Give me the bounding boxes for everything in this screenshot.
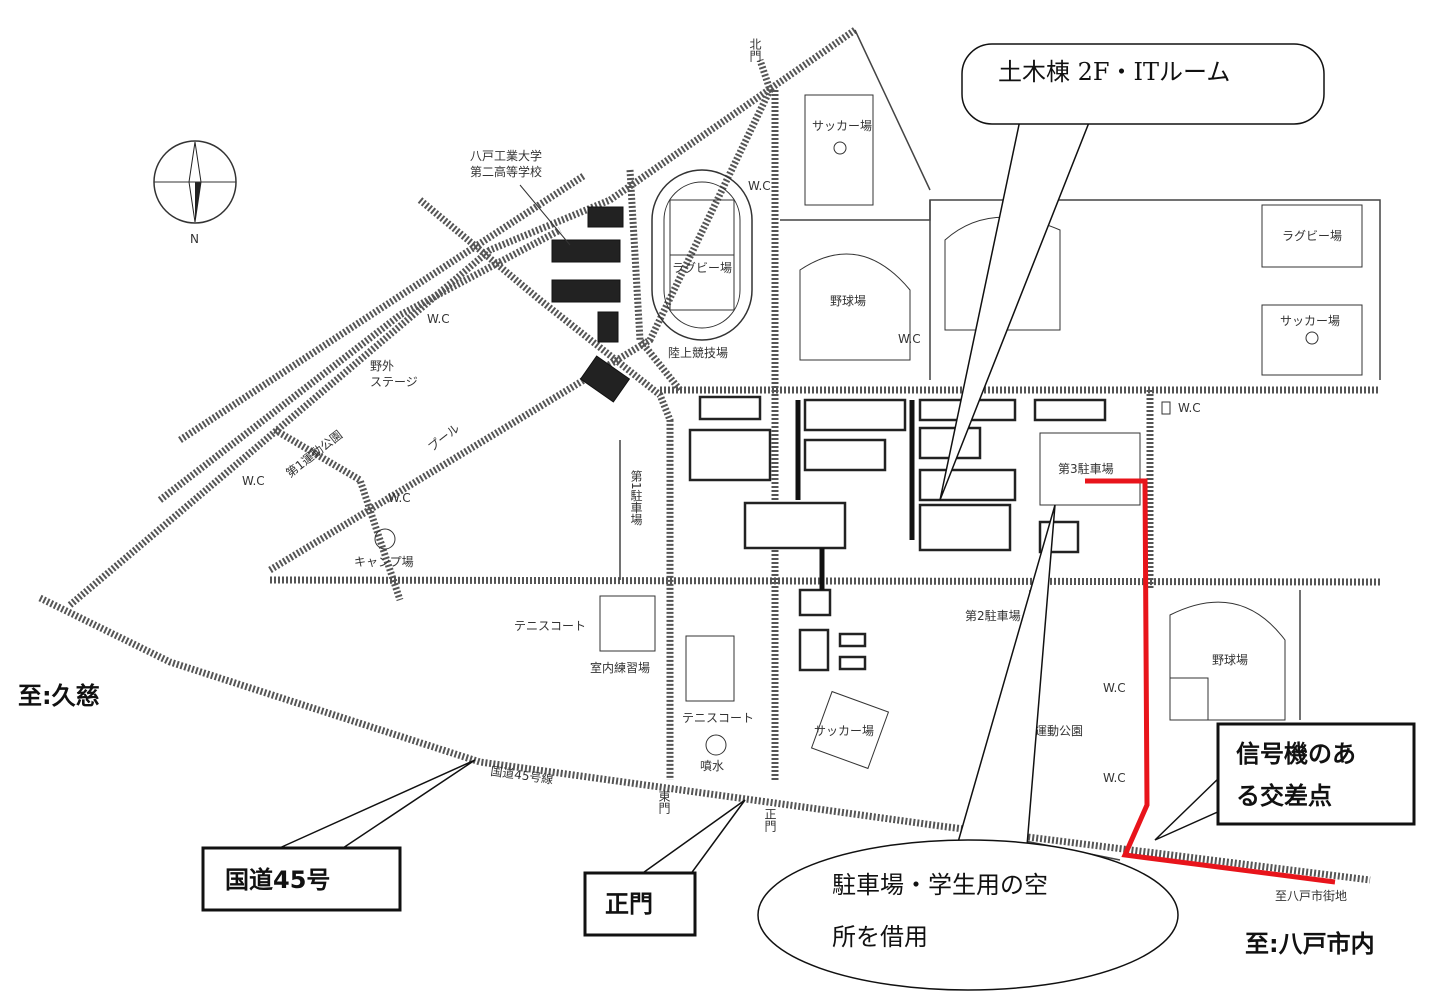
school-buildings: 八戸工業大学 第二高等学校 xyxy=(470,148,631,403)
svg-text:プール: プール xyxy=(425,421,462,454)
svg-text:信号機のあ: 信号機のあ xyxy=(1236,740,1356,768)
svg-text:W.C: W.C xyxy=(1103,771,1126,785)
svg-text:第1駐車場: 第1駐車場 xyxy=(629,470,643,527)
roads xyxy=(38,27,1381,884)
svg-text:キャンプ場: キャンプ場 xyxy=(354,555,414,569)
callout-building: 土木棟 2F・ITルーム xyxy=(939,43,1325,501)
svg-text:W.C: W.C xyxy=(898,332,921,346)
svg-text:国道45号: 国道45号 xyxy=(225,866,330,894)
callout-parking: 駐車場・学生用の空 所を借用 xyxy=(757,504,1179,991)
compass-rose-icon: N xyxy=(153,140,237,246)
svg-text:第2駐車場: 第2駐車場 xyxy=(965,608,1021,623)
svg-text:W.C: W.C xyxy=(748,179,771,193)
svg-text:野球場: 野球場 xyxy=(830,294,866,308)
direction-hachinohe: 至:八戸市内 xyxy=(1245,930,1375,958)
direction-kuji: 至:久慈 xyxy=(18,682,100,710)
callout-main-gate: 正門 xyxy=(583,799,746,937)
svg-text:サッカー場: サッカー場 xyxy=(1280,314,1340,328)
svg-text:野球場: 野球場 xyxy=(1212,653,1248,667)
svg-text:テニスコート: テニスコート xyxy=(514,619,586,633)
track-field: ラグビー場 陸上競技場 xyxy=(651,169,753,360)
svg-text:ラグビー場: ラグビー場 xyxy=(672,261,732,275)
svg-text:駐車場・学生用の空: 駐車場・学生用の空 xyxy=(832,871,1048,899)
svg-text:第1運動公園: 第1運動公園 xyxy=(283,428,345,481)
svg-text:N: N xyxy=(190,232,199,246)
svg-text:サッカー場: サッカー場 xyxy=(814,724,874,738)
svg-text:至八戸市街地: 至八戸市街地 xyxy=(1275,888,1347,903)
svg-text:室内練習場: 室内練習場 xyxy=(590,660,650,675)
svg-text:W.C: W.C xyxy=(427,312,450,326)
svg-text:W.C: W.C xyxy=(388,491,411,505)
svg-text:正門: 正門 xyxy=(605,890,653,918)
svg-text:ステージ: ステージ xyxy=(370,375,418,389)
svg-text:第二高等学校: 第二高等学校 xyxy=(470,164,542,179)
sports-fields: サッカー場 野球場 ラグビー場 サッカー場 野球場 サッカー場 xyxy=(799,94,1363,770)
svg-text:W.C: W.C xyxy=(242,474,265,488)
callout-signal: 信号機のあ る交差点 xyxy=(1154,722,1416,841)
svg-text:八戸工業大学: 八戸工業大学 xyxy=(470,148,542,163)
svg-text:る交差点: る交差点 xyxy=(1236,782,1332,810)
svg-text:サッカー場: サッカー場 xyxy=(812,119,872,133)
svg-text:陸上競技場: 陸上競技場 xyxy=(668,345,728,360)
central-buildings xyxy=(374,395,1171,756)
svg-text:運動公園: 運動公園 xyxy=(1035,724,1083,738)
svg-text:W.C: W.C xyxy=(1178,401,1201,415)
svg-text:所を借用: 所を借用 xyxy=(832,923,928,951)
svg-text:野外: 野外 xyxy=(370,359,394,373)
svg-text:北門: 北門 xyxy=(748,38,762,62)
route-line xyxy=(1085,478,1336,885)
svg-text:第3駐車場: 第3駐車場 xyxy=(1058,461,1114,476)
svg-text:W.C: W.C xyxy=(1103,681,1126,695)
svg-text:ラグビー場: ラグビー場 xyxy=(1282,229,1342,243)
svg-text:噴水: 噴水 xyxy=(700,759,724,773)
svg-text:テニスコート: テニスコート xyxy=(682,711,754,725)
svg-text:東門: 東門 xyxy=(657,790,671,814)
map-labels: W.C W.C W.C W.C W.C W.C W.C W.C 野外 ステージ … xyxy=(242,38,1347,903)
svg-text:土木棟 2F・ITルーム: 土木棟 2F・ITルーム xyxy=(998,58,1230,86)
callout-route45: 国道45号 xyxy=(201,759,476,912)
svg-text:正門: 正門 xyxy=(763,808,777,832)
